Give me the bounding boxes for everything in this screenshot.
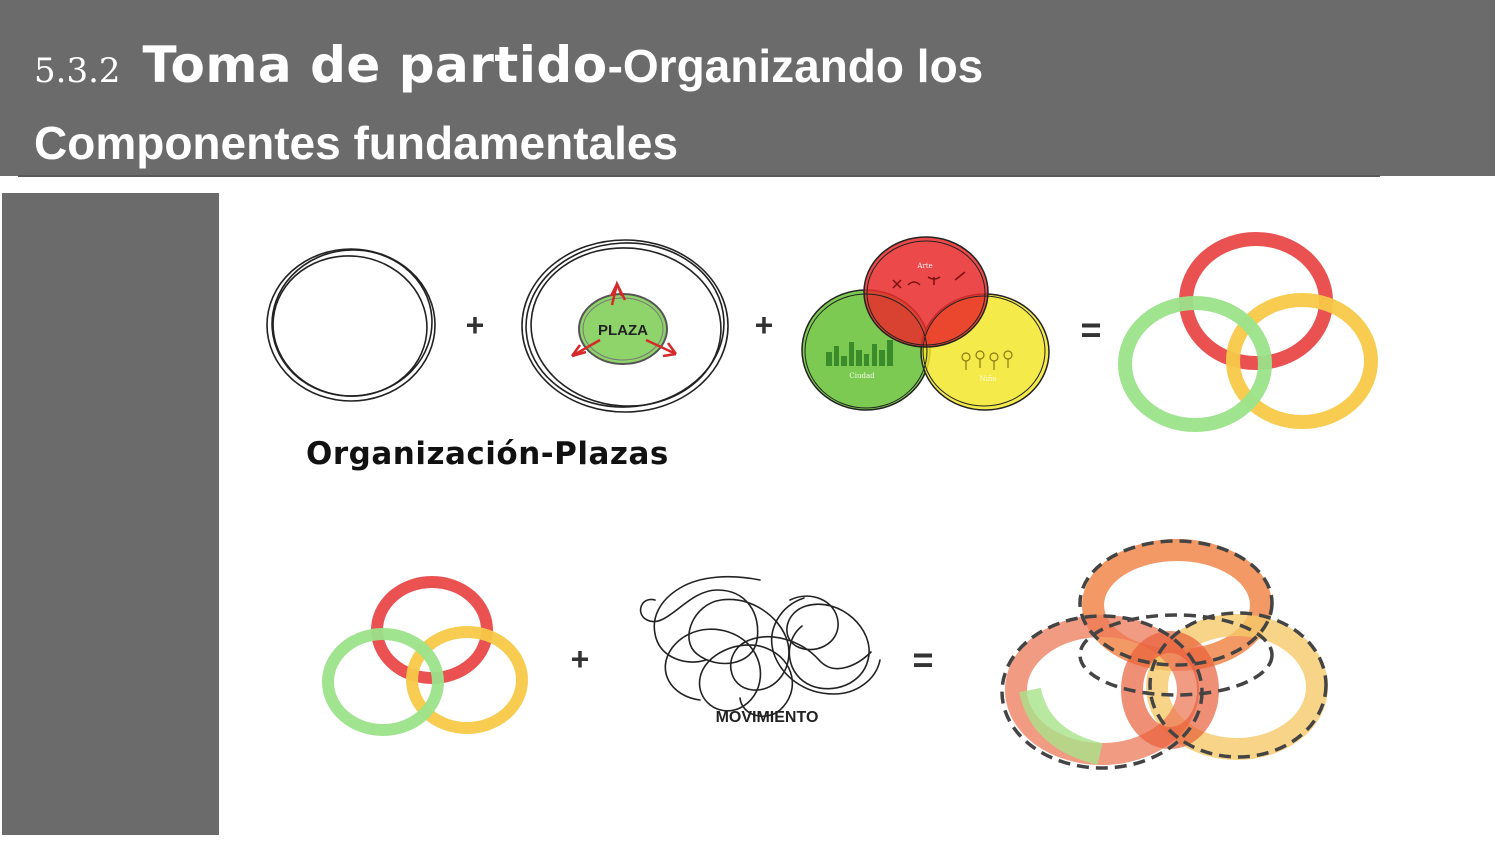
page-title: 5.3.2 Toma de partido-Organizando los Com… (34, 30, 983, 178)
dispersion-arrows-icon (570, 280, 678, 358)
plaza-diagram: PLAZA (521, 239, 729, 413)
hatched-movement-rings (1000, 539, 1328, 770)
equals-operator-1: = (1080, 309, 1101, 350)
city-skyline-icon (826, 340, 893, 366)
plus-operator-1: + (466, 307, 485, 343)
movement-scribble-icon (639, 575, 881, 718)
filled-venn-diagram: Arte Ciudad Niño (801, 236, 1050, 411)
title-rest: -Organizando los (607, 40, 984, 92)
sketch-circle (266, 248, 436, 402)
venn-label-top: Arte (916, 262, 932, 270)
venn-label-left: Ciudad (849, 372, 875, 380)
equals-operator-2: = (912, 639, 933, 680)
venn-label-right: Niño (979, 375, 996, 383)
sidebar-panel (2, 193, 219, 835)
result-rings-large (1118, 232, 1378, 432)
art-icons (892, 271, 966, 289)
movement-label: MOVIMIENTO (716, 709, 819, 726)
plus-operator-3: + (571, 641, 590, 677)
header-bar (0, 0, 1495, 176)
result-rings-small (322, 576, 528, 736)
title-main: Toma de partido (142, 36, 608, 94)
header-divider (18, 175, 1380, 177)
plus-operator-2: + (755, 307, 774, 343)
children-icons (961, 350, 1013, 370)
section-number: 5.3.2 (34, 51, 121, 91)
diagram-caption: Organización-Plazas (306, 436, 669, 472)
plaza-label: PLAZA (598, 322, 648, 339)
title-line-2: Componentes fundamentales (34, 117, 679, 169)
